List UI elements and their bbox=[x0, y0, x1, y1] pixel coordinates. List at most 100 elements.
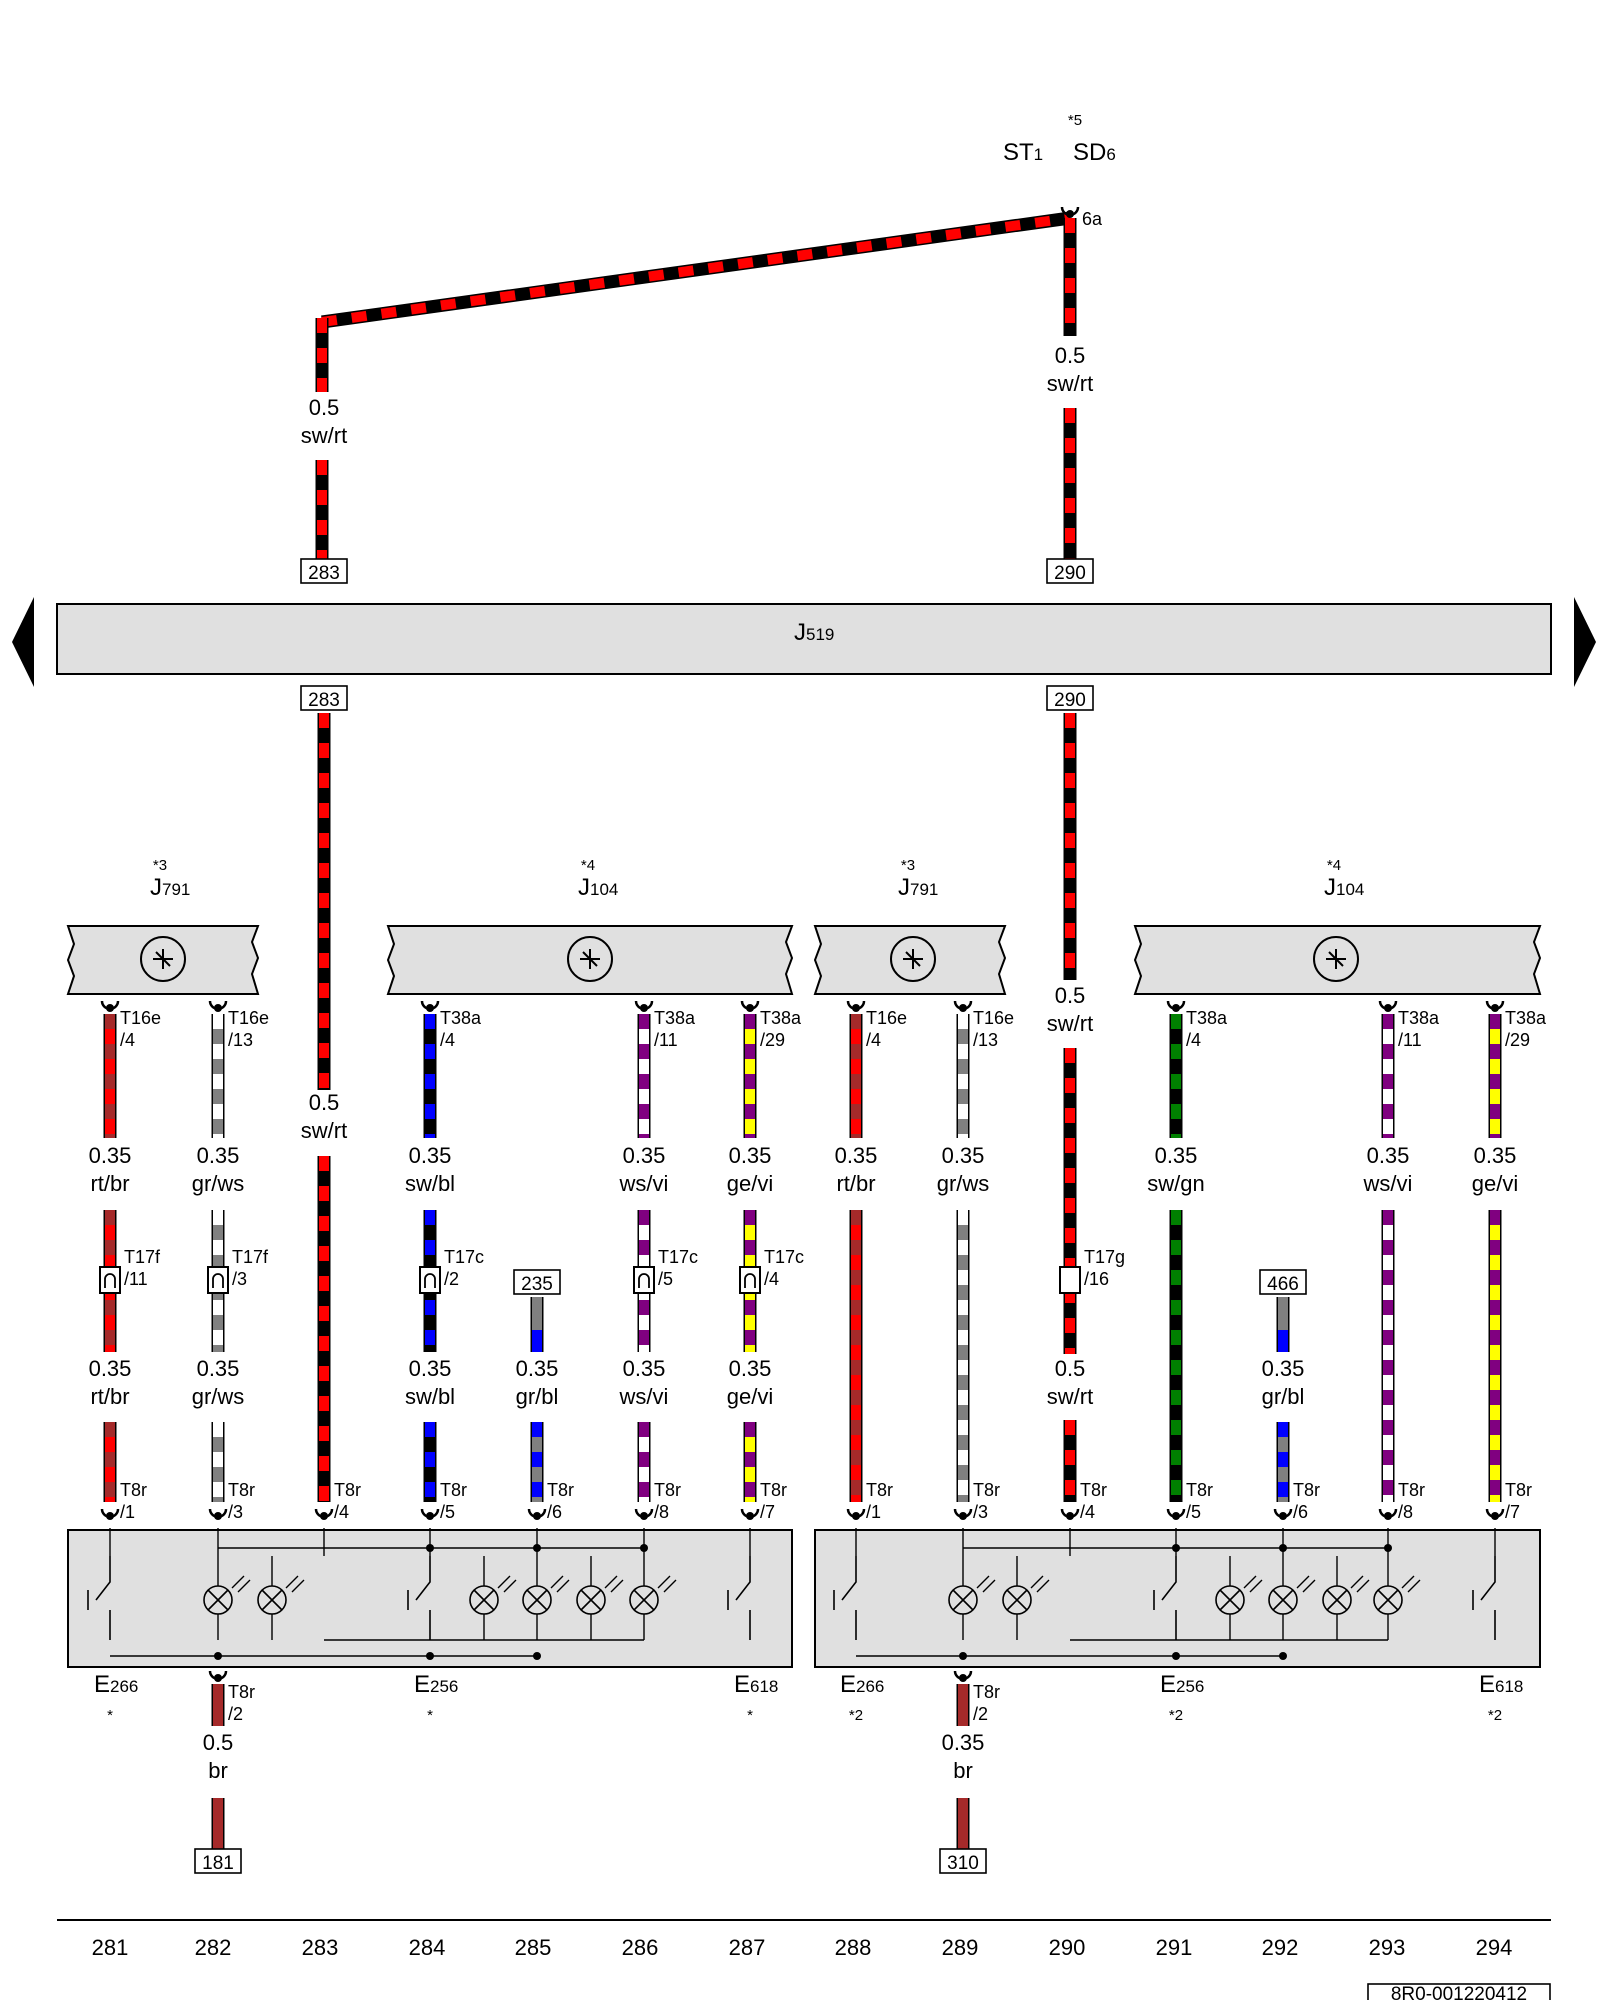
component-label-sub: 266 bbox=[110, 1677, 138, 1696]
wire-color: sw/rt bbox=[1047, 1011, 1093, 1036]
junction-dot bbox=[214, 1652, 222, 1660]
arrow-right-icon bbox=[1574, 597, 1596, 687]
wire-color: gr/ws bbox=[192, 1384, 245, 1409]
light-rays-icon bbox=[1296, 1575, 1316, 1593]
light-rays-icon bbox=[497, 1575, 517, 1593]
pin-label: T16e bbox=[866, 1008, 907, 1028]
pin-label: T8r bbox=[654, 1480, 681, 1500]
pin-number: /4 bbox=[866, 1030, 881, 1050]
lamp-cross bbox=[1219, 1589, 1241, 1611]
light-rays-icon bbox=[657, 1575, 677, 1593]
ref-box bbox=[939, 1848, 987, 1874]
lamp-cross bbox=[1006, 1589, 1028, 1611]
pin-number: /11 bbox=[124, 1269, 148, 1289]
st-label-sub: 1 bbox=[1034, 145, 1043, 164]
ref-number: 283 bbox=[308, 690, 340, 711]
junction-dot bbox=[1384, 1544, 1392, 1552]
module-star: *3 bbox=[153, 857, 167, 874]
st-label: ST1 bbox=[1003, 139, 1043, 166]
pin-label: T8r bbox=[760, 1480, 787, 1500]
component-label-sub: 618 bbox=[750, 1677, 778, 1696]
connector-pin bbox=[214, 1004, 222, 1012]
switch-icon bbox=[1472, 1556, 1496, 1640]
column-number: 281 bbox=[92, 1935, 129, 1960]
light-rays-icon bbox=[1243, 1575, 1263, 1593]
ref-box bbox=[1259, 1269, 1307, 1295]
j519-label-main: J bbox=[794, 619, 806, 646]
light-rays-icon bbox=[976, 1575, 996, 1593]
column-number: 292 bbox=[1262, 1935, 1299, 1960]
module-label-main: J bbox=[1324, 874, 1336, 901]
sd-pin: 6a bbox=[1082, 209, 1103, 229]
wire-size: 0.35 bbox=[835, 1143, 878, 1168]
wire-color: sw/gn bbox=[1147, 1171, 1204, 1196]
ref-box bbox=[513, 1269, 561, 1295]
light-sensor-icon bbox=[1313, 936, 1359, 982]
pin-number: /13 bbox=[973, 1030, 998, 1050]
switch-icon bbox=[407, 1556, 431, 1640]
connector-pin bbox=[214, 1674, 222, 1682]
wire-color: gr/ws bbox=[192, 1171, 245, 1196]
component-star: * bbox=[747, 1707, 753, 1724]
module-label-sub: 104 bbox=[590, 880, 618, 899]
pin-label: T16e bbox=[973, 1008, 1014, 1028]
column-number: 288 bbox=[835, 1935, 872, 1960]
pin-number: /8 bbox=[1398, 1502, 1413, 1522]
wire-color: rt/br bbox=[90, 1171, 129, 1196]
pin-label: T8r bbox=[440, 1480, 467, 1500]
ref-number: 235 bbox=[521, 1274, 553, 1295]
column-number: 290 bbox=[1049, 1935, 1086, 1960]
wire-color: ws/vi bbox=[1363, 1171, 1413, 1196]
connector-pin bbox=[106, 1512, 114, 1520]
j519-label: J519 bbox=[794, 619, 834, 646]
wire-size: 0.35 bbox=[942, 1143, 985, 1168]
wire-color: br bbox=[953, 1758, 973, 1783]
component-label: E618 bbox=[734, 1671, 778, 1698]
ref-box bbox=[194, 1848, 242, 1874]
ref-box bbox=[300, 685, 348, 711]
light-rays-icon bbox=[285, 1575, 305, 1593]
pin-label: T8r bbox=[547, 1480, 574, 1500]
wire-color: gr/ws bbox=[937, 1171, 990, 1196]
wire-size: 0.35 bbox=[197, 1143, 240, 1168]
component-label: E256 bbox=[414, 1671, 458, 1698]
light-rays-icon bbox=[1401, 1575, 1421, 1593]
connector-pin bbox=[640, 1004, 648, 1012]
wire-size: 0.35 bbox=[409, 1356, 452, 1381]
wire-size: 0.5 bbox=[309, 1090, 340, 1115]
connector-box bbox=[207, 1266, 229, 1294]
switch-unit bbox=[814, 1529, 1541, 1668]
wire-color: ge/vi bbox=[727, 1171, 773, 1196]
lamp-cross bbox=[1326, 1589, 1348, 1611]
top-star: *5 bbox=[1068, 112, 1082, 129]
arrow-left-icon bbox=[12, 597, 34, 687]
pin-label: T8r bbox=[334, 1480, 361, 1500]
lamp-cross bbox=[952, 1589, 974, 1611]
wire-color: sw/rt bbox=[301, 1118, 347, 1143]
pin-number: /4 bbox=[440, 1030, 455, 1050]
component-label-main: E bbox=[94, 1671, 110, 1698]
sd-label: SD6 bbox=[1073, 139, 1116, 166]
lamp-cross bbox=[580, 1589, 602, 1611]
pin-number: /8 bbox=[654, 1502, 669, 1522]
column-number: 287 bbox=[729, 1935, 766, 1960]
pin-label: T38a bbox=[1398, 1008, 1440, 1028]
wire-size: 0.35 bbox=[942, 1730, 985, 1755]
wire-size: 0.35 bbox=[516, 1356, 559, 1381]
connector-pin bbox=[959, 1512, 967, 1520]
pin-number: /29 bbox=[1505, 1030, 1530, 1050]
lamp-cross bbox=[1272, 1589, 1294, 1611]
connector-symbol bbox=[638, 1273, 650, 1288]
sensor-symbol bbox=[580, 949, 600, 969]
junction-dot bbox=[533, 1544, 541, 1552]
wire-size: 0.5 bbox=[1055, 983, 1086, 1008]
wire-size: 0.35 bbox=[1262, 1356, 1305, 1381]
switch-icon bbox=[1153, 1556, 1177, 1640]
ref-box bbox=[1046, 558, 1094, 584]
pin-number: /4 bbox=[120, 1030, 135, 1050]
component-label-sub: 256 bbox=[430, 1677, 458, 1696]
component-label: E266 bbox=[840, 1671, 884, 1698]
pin-label: T38a bbox=[760, 1008, 802, 1028]
pin-number: /5 bbox=[440, 1502, 455, 1522]
pin-label: T8r bbox=[973, 1480, 1000, 1500]
